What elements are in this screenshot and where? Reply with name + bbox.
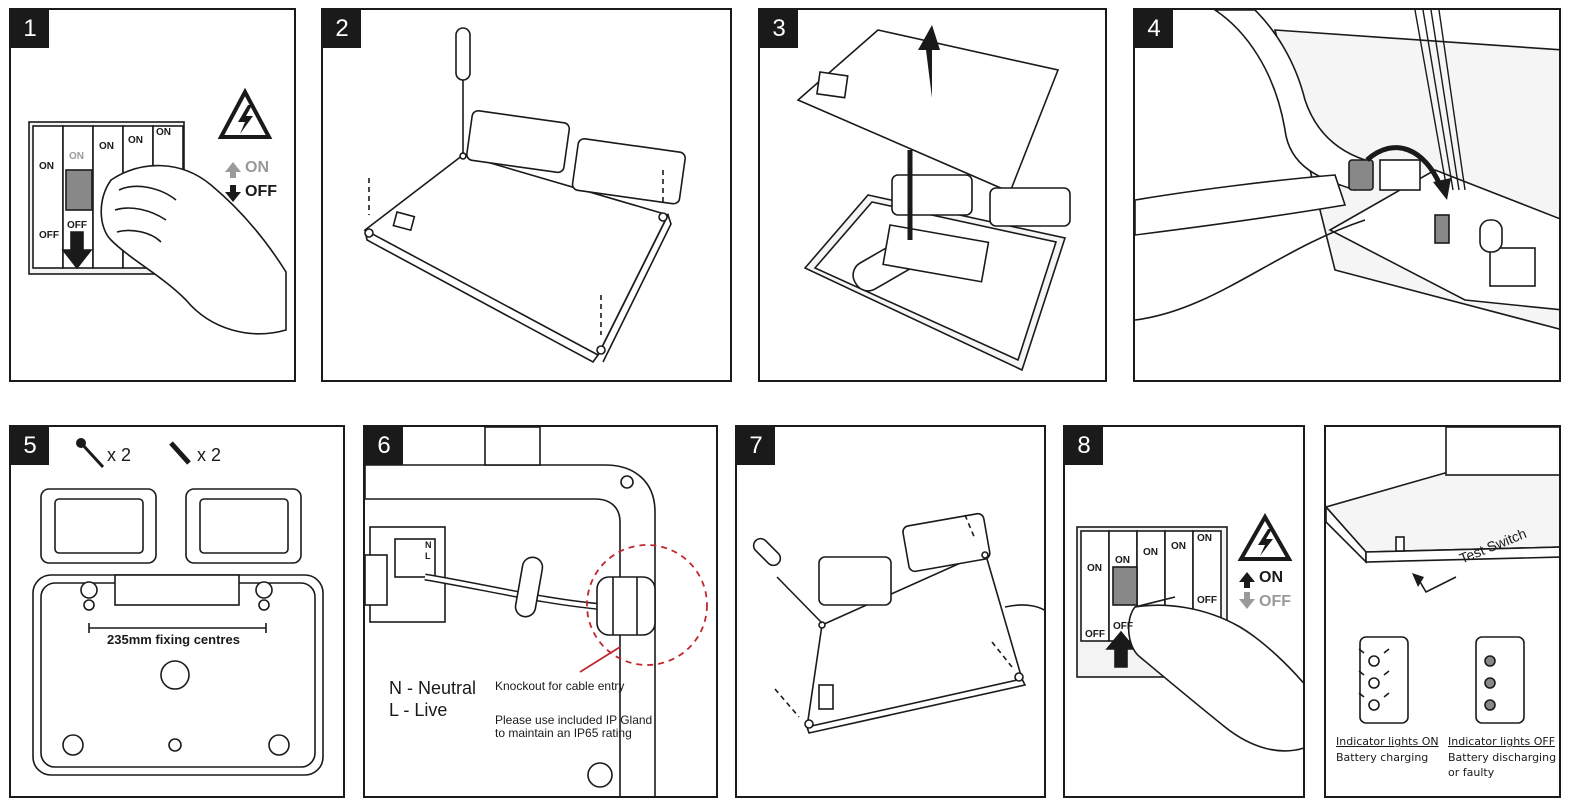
lights-on-description: Battery charging	[1336, 751, 1429, 764]
refit-cover-illustration	[752, 512, 1044, 734]
arrow-down-icon	[1239, 592, 1255, 609]
breaker-off-illustration	[28, 121, 287, 335]
step-number: 4	[1135, 10, 1173, 48]
panel-step-8: 8 ON ON ON ON ON OFF OFF OFF ON OFF	[1063, 425, 1305, 798]
panel-step-3: 3	[758, 8, 1107, 382]
switch-on-label: ON	[1115, 555, 1130, 566]
neutral-label: N - Neutral	[389, 678, 477, 698]
lights-off-description-line2: or faulty	[1448, 766, 1495, 779]
step-number: 2	[323, 10, 361, 48]
switch-off-label: OFF	[1113, 621, 1133, 632]
switch-off-label: OFF	[67, 220, 87, 231]
terminal-l-label: L	[425, 551, 431, 561]
switch-on-label: ON	[39, 161, 54, 172]
arrow-up-icon	[1239, 572, 1255, 588]
fixing-centres-label: 235mm fixing centres	[107, 632, 240, 647]
lift-cover-illustration	[796, 25, 1071, 372]
switch-on-label: ON	[69, 151, 84, 162]
switch-on-label: ON	[128, 135, 143, 146]
screw-icon	[76, 438, 105, 469]
panel-step-4: 4	[1133, 8, 1561, 382]
breaker-on-illustration	[1076, 526, 1303, 752]
fixing-template-illustration	[32, 438, 324, 776]
terminal-n-label: N	[425, 540, 432, 550]
live-label: L - Live	[389, 700, 448, 720]
test-switch-illustration	[1326, 427, 1559, 724]
switch-on-label: ON	[99, 141, 114, 152]
switch-off-label: OFF	[1085, 629, 1105, 640]
switch-off-label: OFF	[1197, 595, 1217, 606]
lights-on-title: Indicator lights ON	[1336, 735, 1439, 748]
hazard-warning-icon	[217, 87, 273, 139]
switch-on-label: ON	[1087, 563, 1102, 574]
switch-on-label: ON	[1143, 547, 1158, 558]
wall-plug-icon	[169, 441, 191, 465]
switch-off-label: OFF	[39, 230, 59, 241]
panel-step-7: 7	[735, 425, 1046, 798]
panel-step-2: 2	[321, 8, 732, 382]
gland-note-line1: Please use included IP Gland	[495, 713, 653, 727]
screw-quantity: x 2	[107, 445, 132, 465]
step-number: 5	[11, 427, 49, 465]
lights-off-description-line1: Battery discharging	[1448, 751, 1557, 764]
panel-test: Test Switch Indicator lights ON Battery …	[1324, 425, 1561, 798]
panel-step-5: 5 x 2 x 2 235mm fixing centres	[9, 425, 345, 798]
step-number: 3	[760, 10, 798, 48]
connect-battery-illustration	[1135, 10, 1559, 330]
legend-on-label: ON	[245, 159, 269, 176]
step-number: 8	[1065, 427, 1103, 465]
switch-on-label: ON	[1197, 533, 1212, 544]
remove-cover-screws-illustration	[363, 27, 686, 364]
gland-note-line2: to maintain an IP65 rating	[495, 726, 632, 740]
legend-on-label: ON	[1259, 569, 1283, 586]
lights-off-title: Indicator lights OFF	[1448, 735, 1556, 748]
switch-on-label: ON	[1171, 541, 1186, 552]
panel-step-1: 1 ON ON ON ON ON OFF OFF ON OFF	[9, 8, 296, 382]
panel-step-6: 6 N L N - Neutral L - Live Knockout for …	[363, 425, 718, 798]
step-number: 1	[11, 10, 49, 48]
arrow-up-icon	[225, 162, 241, 178]
hazard-warning-icon	[1237, 512, 1293, 561]
legend-off-label: OFF	[245, 183, 277, 200]
plug-quantity: x 2	[197, 445, 222, 465]
step-number: 7	[737, 427, 775, 465]
legend-off-label: OFF	[1259, 593, 1291, 610]
switch-on-label: ON	[156, 127, 171, 138]
wiring-illustration	[365, 427, 708, 796]
arrow-down-icon	[225, 185, 241, 202]
step-number: 6	[365, 427, 403, 465]
knockout-label: Knockout for cable entry	[495, 679, 625, 693]
